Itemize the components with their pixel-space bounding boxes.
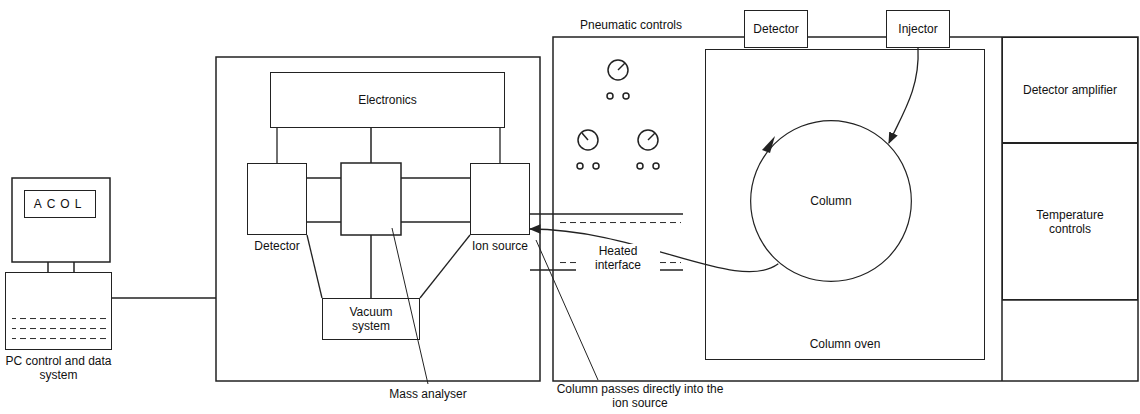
- column-oven: Column oven Column: [705, 49, 985, 360]
- node-text: Detector amplifier: [1023, 83, 1117, 97]
- ms-detector-box: Detector: [247, 163, 307, 235]
- node-text: Injector: [898, 22, 937, 36]
- connector-line: [307, 235, 322, 298]
- connector-line: [276, 128, 277, 163]
- pneumatic-panel: Pneumatic controls: [553, 37, 683, 381]
- mass-analyser-box: [341, 163, 401, 235]
- node-text: Detector: [753, 22, 798, 36]
- heated-interface-wall: [553, 213, 683, 215]
- control-knob: [593, 163, 599, 169]
- node-text: Pneumatic controls: [580, 18, 682, 32]
- node-text: Electronics: [358, 93, 417, 107]
- column-coil: Column: [749, 119, 913, 283]
- pc-base-unit: PC control and data system: [5, 272, 112, 350]
- interface-tube: [530, 213, 553, 215]
- beam-tube: [307, 221, 341, 223]
- gauge-needle: [648, 133, 655, 140]
- callout-label: Mass analyser: [371, 387, 485, 401]
- flow-arrow: [530, 229, 778, 272]
- monitor-neck: [47, 262, 49, 272]
- node-text: Temperature controls: [1025, 208, 1115, 236]
- node-text: Column: [810, 194, 851, 208]
- pressure-gauge: [578, 130, 598, 150]
- pressure-gauge: [608, 60, 628, 80]
- node-text: ACOL: [34, 197, 87, 211]
- interface-label: Heated interface: [576, 244, 660, 272]
- control-knob: [577, 163, 583, 169]
- monitor-neck: [73, 262, 75, 272]
- control-knob: [607, 93, 613, 99]
- vacuum-pipe: [370, 235, 372, 298]
- gauge-needle: [582, 133, 588, 140]
- leader-line: [392, 228, 428, 384]
- injector-box: Injector: [886, 10, 950, 48]
- drive-slot: [12, 338, 106, 339]
- node-text: PC control and data system: [0, 354, 119, 382]
- beam-tube: [307, 177, 341, 179]
- data-cable: [112, 297, 216, 299]
- drive-slot: [12, 318, 106, 319]
- gauge-needle: [618, 63, 625, 70]
- node-text: Vacuum system: [336, 305, 406, 333]
- electronics-box: Electronics: [270, 72, 505, 128]
- control-knob: [653, 163, 659, 169]
- ms-housing: [216, 57, 540, 381]
- vacuum-system-box: Vacuum system: [322, 298, 420, 340]
- flow-arrow: [889, 48, 918, 143]
- gc-housing: [553, 37, 1138, 381]
- node-text: Ion source: [472, 239, 528, 253]
- connector-line: [420, 235, 470, 298]
- beam-tube: [401, 221, 470, 223]
- heated-interface-dash: [556, 222, 681, 223]
- monitor-outline: [12, 178, 110, 262]
- gc-detector-box: Detector: [744, 10, 808, 48]
- connector-line: [499, 128, 500, 163]
- control-knob: [637, 163, 643, 169]
- detector-amplifier-panel: Detector amplifier: [1002, 37, 1138, 143]
- electronics-wire: [370, 128, 372, 163]
- dashed-lines: [12, 222, 681, 339]
- node-text: Column oven: [810, 337, 881, 351]
- monitor-screen: ACOL: [24, 190, 96, 218]
- temperature-controls-panel: Temperature controls: [1002, 143, 1138, 300]
- node-text: Detector: [254, 239, 299, 253]
- pressure-gauge: [638, 130, 658, 150]
- callout-label: Column passes directly into the ion sour…: [553, 382, 727, 410]
- control-knob: [623, 93, 629, 99]
- ion-source-box: Ion source: [470, 163, 530, 235]
- beam-tube: [401, 177, 470, 179]
- drive-slot: [12, 328, 106, 329]
